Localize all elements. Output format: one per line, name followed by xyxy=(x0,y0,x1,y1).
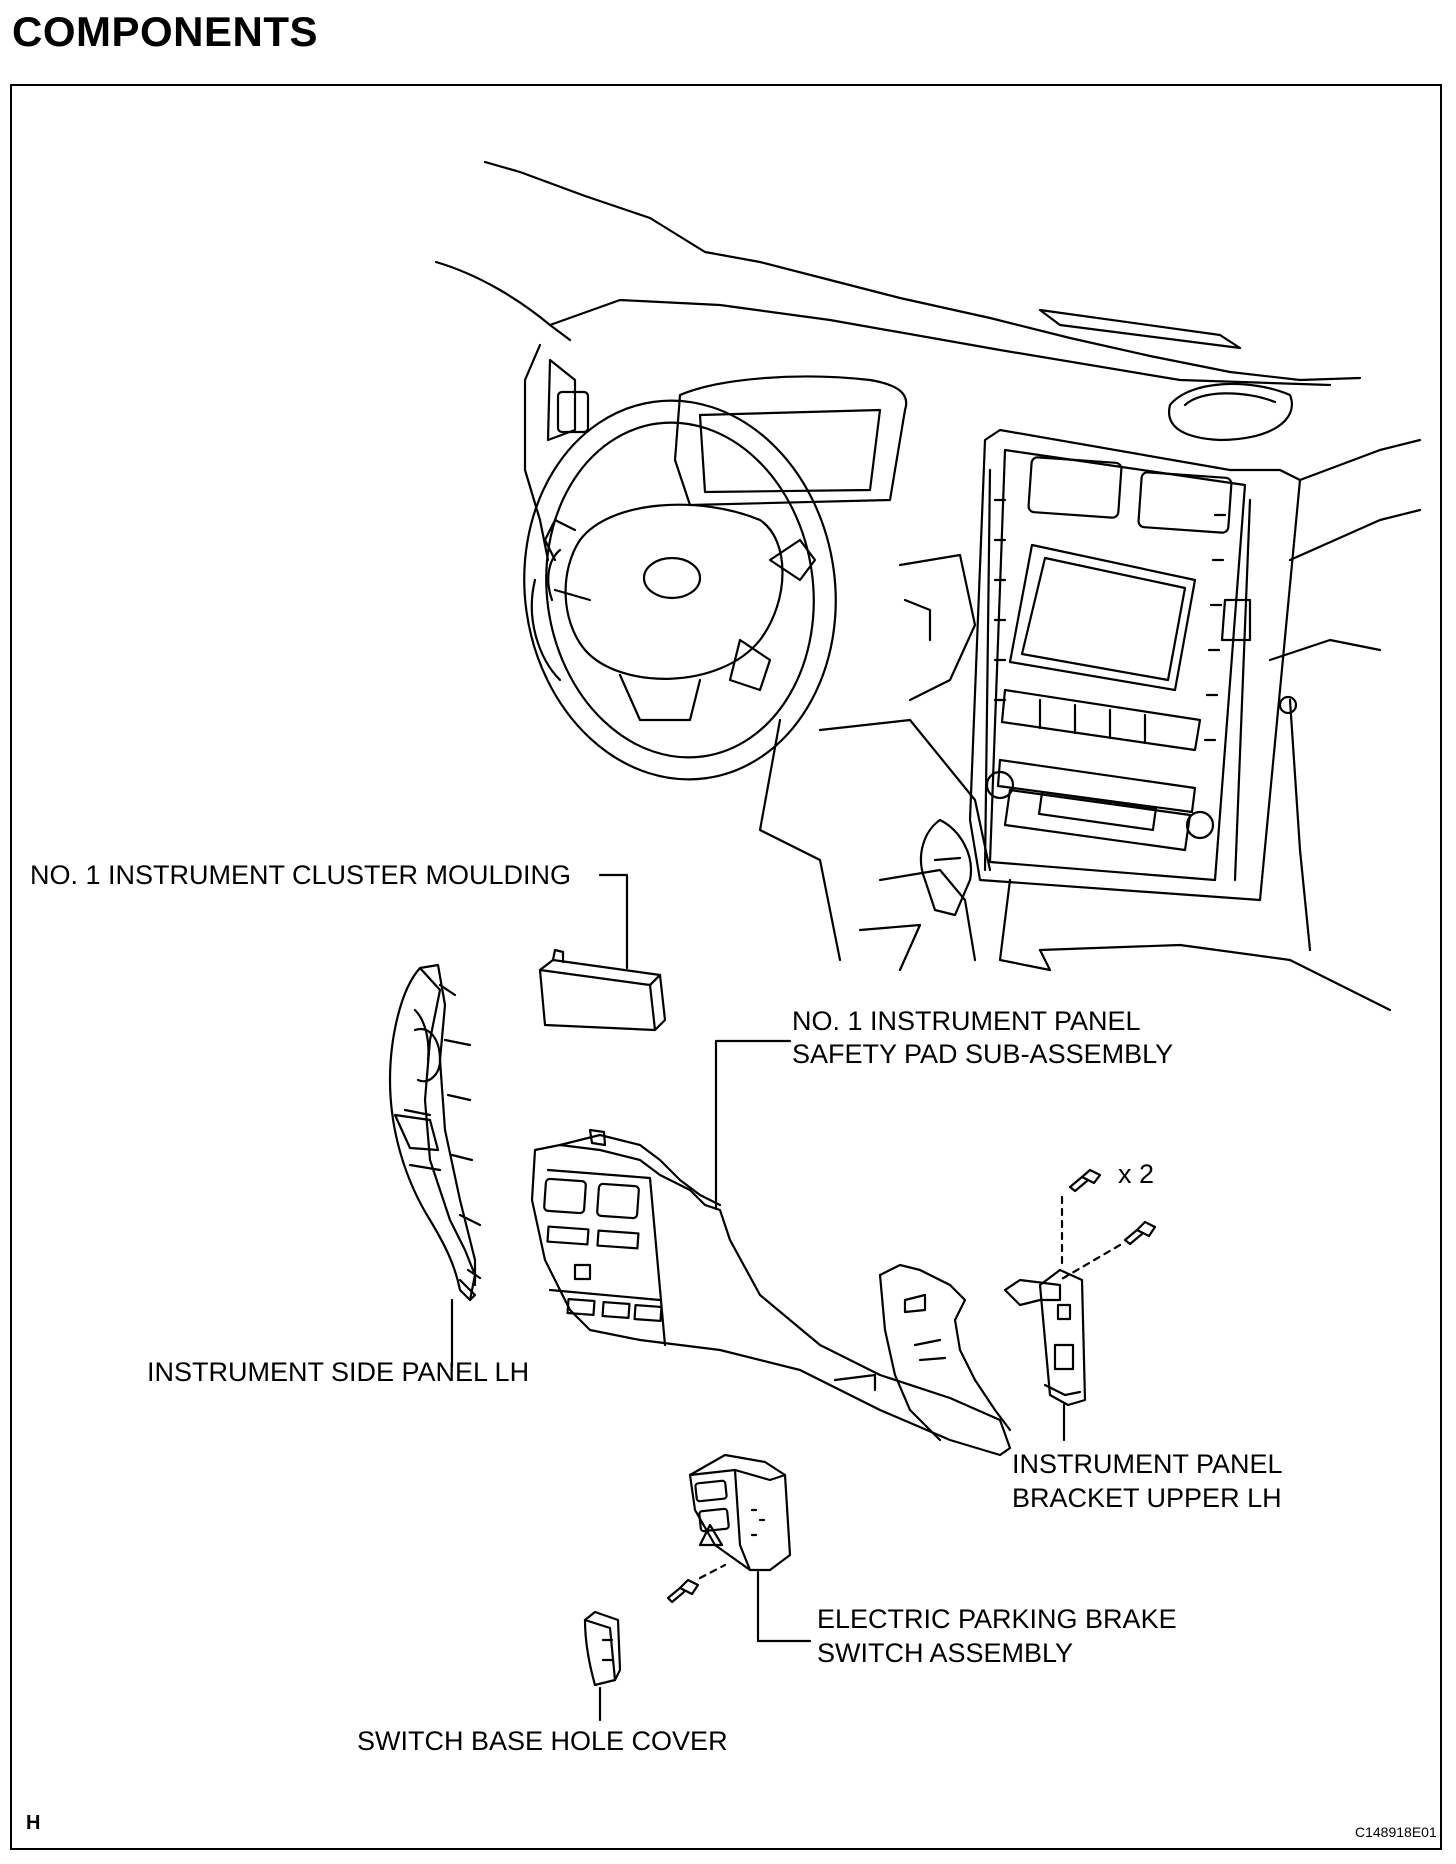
page-title: COMPONENTS xyxy=(12,8,319,55)
label-parking-brake-line2: SWITCH ASSEMBLY xyxy=(817,1638,1074,1668)
hole-cover-part xyxy=(583,1610,622,1722)
side-panel-part xyxy=(388,963,482,1368)
figure-code: C148918E01 xyxy=(1355,1824,1437,1840)
label-safety-pad-line1: NO. 1 INSTRUMENT PANEL xyxy=(792,1006,1141,1036)
parking-brake-part xyxy=(688,1453,812,1643)
label-bracket-line1: INSTRUMENT PANEL xyxy=(1012,1449,1283,1479)
safety-pad-part xyxy=(530,1039,1012,1457)
label-screw-qty: x 2 xyxy=(1118,1159,1155,1189)
bracket-part xyxy=(1003,1268,1087,1442)
label-parking-brake-line1: ELECTRIC PARKING BRAKE xyxy=(817,1604,1177,1634)
diagram-frame xyxy=(10,84,1442,1850)
label-bracket-line2: BRACKET UPPER LH xyxy=(1012,1483,1282,1513)
cluster-moulding-part xyxy=(538,873,667,1032)
label-cluster-moulding: NO. 1 INSTRUMENT CLUSTER MOULDING xyxy=(30,860,572,890)
screws xyxy=(666,1168,1157,1604)
dashboard-overview xyxy=(434,160,1422,1012)
label-side-panel: INSTRUMENT SIDE PANEL LH xyxy=(147,1357,530,1387)
label-safety-pad-line2: SAFETY PAD SUB-ASSEMBLY xyxy=(792,1039,1174,1069)
label-hole-cover: SWITCH BASE HOLE COVER xyxy=(357,1726,728,1756)
corner-mark: H xyxy=(26,1812,41,1834)
